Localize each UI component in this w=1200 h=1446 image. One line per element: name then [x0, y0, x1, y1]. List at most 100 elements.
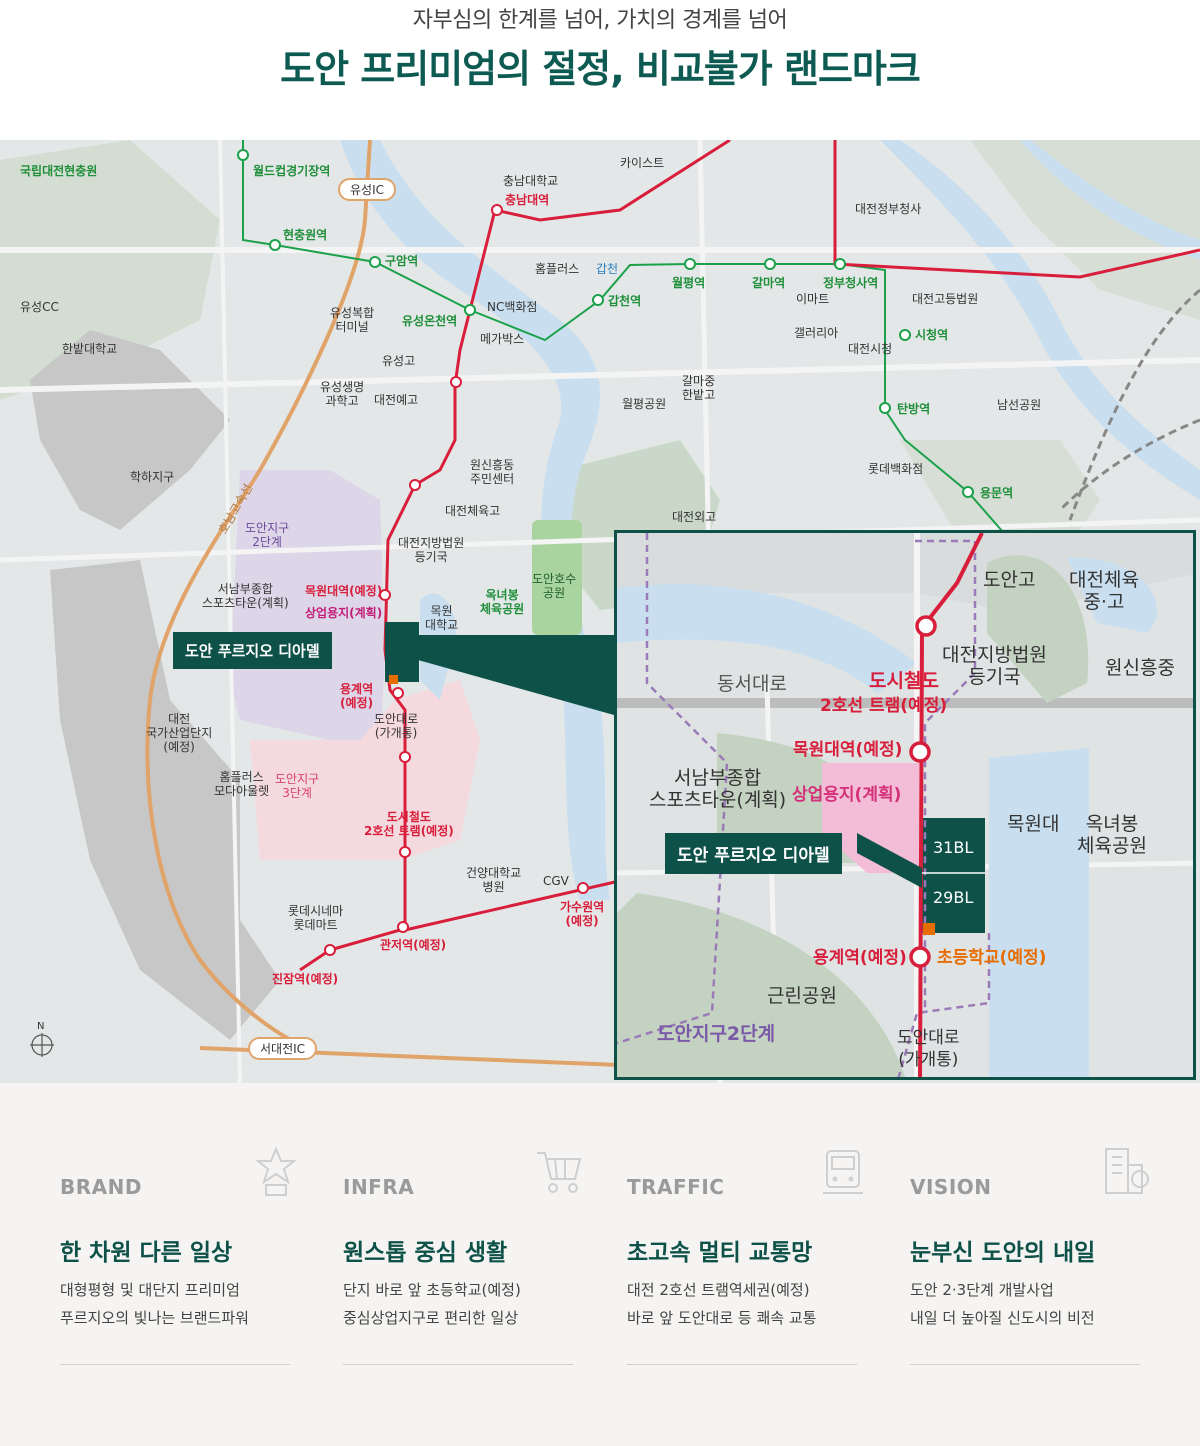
cgv-label: CGV: [543, 874, 569, 888]
north-arrow-icon: N: [37, 1021, 45, 1032]
feature-category: TRAFFIC: [627, 1175, 725, 1199]
inset-detail-map: 도안고 대전체육 중·고 대전지방법원 등기국 원신흥중 동서대로 도시철도 2…: [614, 530, 1196, 1080]
inset-seonam-label: 서남부종합 스포츠타운(계획): [649, 767, 787, 811]
inset-doan-high-label: 도안고: [983, 569, 1036, 591]
inset-29bl-label: 29BL: [933, 888, 974, 907]
daejeon-gov-label: 대전정부청사: [855, 202, 922, 216]
tram-icon: [823, 1150, 863, 1194]
namseon-park-label: 남선공원: [997, 398, 1042, 412]
hakha-label: 학하지구: [130, 470, 175, 484]
lotte-dept-label: 롯데백화점: [868, 462, 924, 476]
inset-mokwon-station-label: 목원대역(예정): [793, 740, 903, 760]
feature-headline: 초고속 멀티 교통망: [627, 1240, 813, 1266]
daejeon-industrial-label: 대전 국가산업단지 (예정): [146, 712, 213, 754]
wonsin-center-label: 원신흥동 주민센터: [470, 458, 515, 486]
divider: [627, 1364, 857, 1365]
mokwon-univ-label: 목원 대학교: [425, 604, 459, 632]
yonggye-station-label: 용계역 (예정): [340, 682, 374, 710]
cnu-station-label: 충남대역: [505, 193, 550, 207]
header-title: 도안 프리미엄의 절정, 비교불가 랜드마크: [280, 47, 921, 91]
inset-tram1-label: 도시철도: [869, 670, 939, 692]
feature-category: BRAND: [60, 1175, 142, 1199]
feature-description-1: 도안 2·3단계 개발사업: [910, 1281, 1054, 1299]
feature-category: INFRA: [343, 1175, 415, 1199]
yongmun-station-label: 용문역: [980, 486, 1014, 500]
yuseong-life-sci-label: 유성생명 과학고: [320, 380, 365, 408]
jinjam-station-label: 진잠역(예정): [272, 972, 339, 986]
inset-wonsin-label: 원신흥중: [1105, 657, 1175, 679]
mokwon-station-label: 목원대역(예정): [305, 584, 383, 598]
divider: [60, 1364, 290, 1365]
feature-card-vision: VISION 눈부신 도안의 내일 도안 2·3단계 개발사업 내일 더 높아질…: [910, 1083, 1149, 1373]
seodaejeon-ic-label: 서대전IC: [248, 1037, 318, 1060]
doan3-label: 도안지구 3단계: [275, 772, 320, 800]
wolpyeong-station-label: 월평역: [672, 276, 706, 290]
city-building-icon: [1105, 1148, 1149, 1194]
inset-court-label: 대전지방법원 등기국: [942, 644, 1047, 688]
doan-daero-label: 도안대로 (가개통): [374, 712, 419, 740]
daejeon-high-court-label: 대전고등법원: [912, 292, 979, 306]
tanbang-station-label: 탄방역: [897, 402, 931, 416]
konyang-hospital-label: 건양대학교 병원: [466, 866, 522, 894]
feature-description-2: 내일 더 높아질 신도시의 비전: [910, 1309, 1095, 1327]
cnu-label: 충남대학교: [503, 174, 559, 188]
oknyeobong-park-label: 옥녀봉 체육공원: [480, 588, 525, 616]
commercial-land-label: 상업용지(계획): [305, 606, 383, 620]
gapcheon-river-label: 갑천: [596, 262, 619, 276]
hyeonchungwon-station-label: 현충원역: [283, 228, 328, 242]
guam-station-label: 구암역: [385, 254, 419, 268]
megabox-label: 메가박스: [480, 332, 525, 346]
star-trophy-icon: [255, 1146, 297, 1196]
feature-description-2: 푸르지오의 빛나는 브랜드파워: [60, 1309, 249, 1327]
feature-description-1: 대형평형 및 대단지 프리미엄: [60, 1281, 240, 1299]
wolpyeong-park-label: 월평공원: [622, 397, 667, 411]
daejeon-sports-high-label: 대전체육고: [445, 504, 501, 518]
inset-project-tag: 도안 푸르지오 디아델: [665, 833, 842, 874]
feature-description-1: 대전 2호선 트램역세권(예정): [627, 1281, 810, 1299]
city-hall-label: 대전시청: [848, 342, 893, 356]
feature-description-2: 바로 앞 도안대로 등 쾌속 교통: [627, 1309, 817, 1327]
gasuwon-station-label: 가수원역 (예정): [560, 900, 605, 928]
feature-headline: 한 차원 다른 일상: [60, 1240, 233, 1266]
yuseong-cc-label: 유성CC: [20, 300, 59, 314]
inset-tram2-label: 2호선 트램(예정): [820, 696, 948, 716]
feature-category: VISION: [910, 1175, 992, 1199]
shopping-cart-icon: [537, 1152, 582, 1193]
inset-doan-daero-label: 도안대로 (가개통): [897, 1028, 960, 1070]
homeplus-outlet-label: 홈플러스 모다아울렛: [214, 770, 270, 798]
galmajung-label: 갈마중 한밭고: [682, 374, 716, 402]
inset-mokwon-univ-label: 목원대: [1007, 813, 1060, 835]
inset-31bl-label: 31BL: [933, 838, 974, 857]
court-registry-label: 대전지방법원 등기국: [398, 536, 465, 564]
yuseong-ic-label: 유성IC: [338, 178, 396, 201]
kaist-label: 카이스트: [620, 156, 665, 170]
doan2-label: 도안지구 2단계: [245, 521, 290, 549]
daejeon-foreign-label: 대전외고: [672, 510, 717, 524]
inset-dongseo-road-label: 동서대로: [717, 673, 787, 695]
inset-commercial-label: 상업용지(계획): [792, 785, 902, 805]
yuseong-high-label: 유성고: [382, 354, 416, 368]
galma-station-label: 갈마역: [752, 276, 786, 290]
daejeon-arts-high-label: 대전예고: [374, 393, 419, 407]
galleria-label: 갤러리아: [794, 326, 839, 340]
feature-headline: 눈부신 도안의 내일: [910, 1240, 1096, 1266]
divider: [910, 1364, 1140, 1365]
gwanjeo-station-label: 관저역(예정): [380, 938, 447, 952]
feature-headline: 원스톱 중심 생활: [343, 1240, 508, 1266]
inset-elementary-label: 초등학교(예정): [937, 948, 1047, 968]
inset-oknyeobong-label: 옥녀봉 체육공원: [1077, 813, 1147, 857]
gov-complex-station-label: 정부청사역: [823, 276, 879, 290]
gapcheon-station-label: 갑천역: [608, 294, 642, 308]
header-subtitle: 자부심의 한계를 넘어, 가치의 경계를 넘어: [412, 8, 788, 33]
hanbat-univ-label: 한밭대학교: [62, 342, 118, 356]
project-tag: 도안 푸르지오 디아델: [173, 632, 332, 669]
inset-yonggye-station-label: 용계역(예정): [813, 948, 907, 968]
emart-label: 이마트: [796, 292, 830, 306]
seonam-sports-label: 서남부종합 스포츠타운(계획): [202, 582, 289, 610]
yuseong-bus-terminal-label: 유성복합 터미널: [330, 306, 375, 334]
city-hall-station-label: 시청역: [915, 328, 949, 342]
doan-lake-park-label: 도안호수 공원: [532, 572, 577, 600]
yuseong-oncheon-station-label: 유성온천역: [402, 314, 458, 328]
feature-card-brand: BRAND 한 차원 다른 일상 대형평형 및 대단지 프리미엄 푸르지오의 빛…: [60, 1083, 297, 1373]
feature-section: BRAND 한 차원 다른 일상 대형평형 및 대단지 프리미엄 푸르지오의 빛…: [0, 1083, 1200, 1446]
